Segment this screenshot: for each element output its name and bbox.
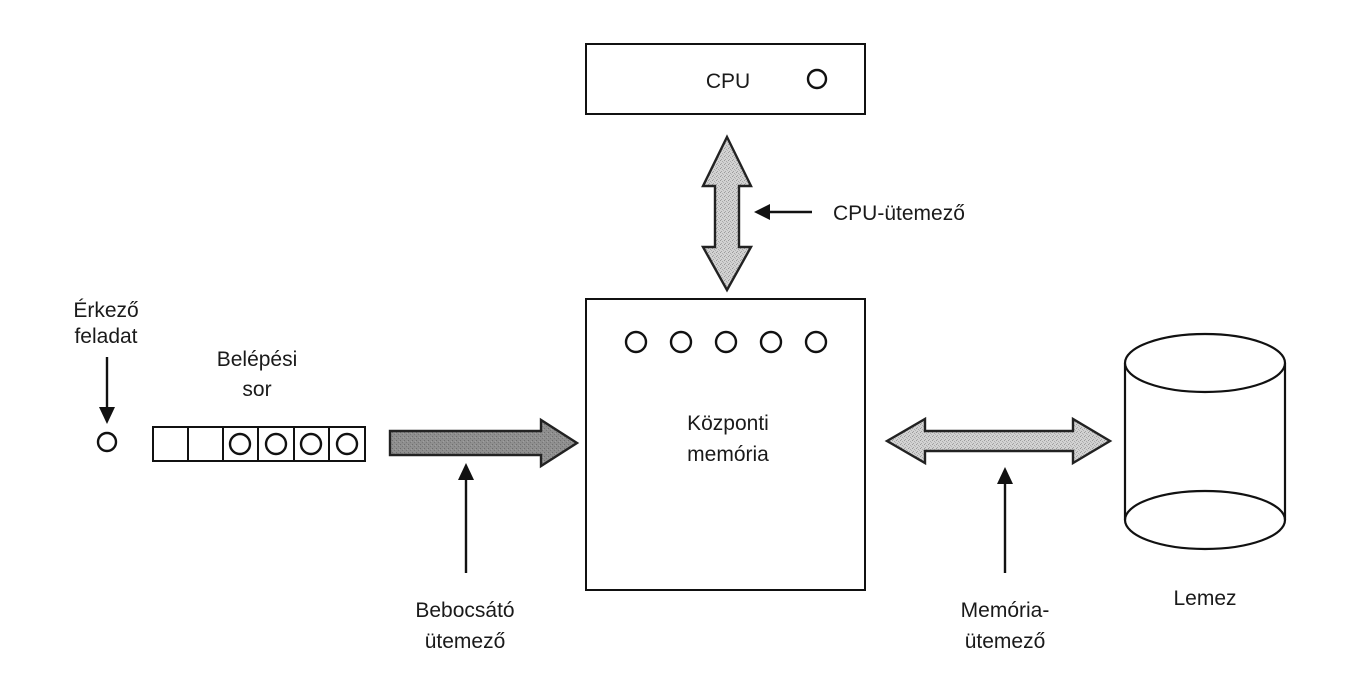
- memory-process-circle: [669, 330, 693, 354]
- memory-process-circle: [624, 330, 648, 354]
- disk-label: Lemez: [1173, 587, 1236, 610]
- admission-scheduler-label-line1: Bebocsátó: [415, 599, 514, 622]
- queued-job-circle: [228, 432, 252, 456]
- main-memory-box: Központi memória: [585, 298, 866, 591]
- arrival-label-line1: Érkező: [73, 299, 138, 322]
- entry-queue-label-line1: Belépési: [217, 348, 298, 371]
- entry-queue: [152, 426, 366, 462]
- arriving-job-circle: [96, 431, 118, 453]
- queued-job-circle: [335, 432, 359, 456]
- memory-scheduler-label-line2: ütemező: [965, 630, 1046, 653]
- admission-scheduler-pointer: [458, 463, 474, 573]
- cpu-memory-arrow: [700, 134, 754, 293]
- queued-job-circle: [264, 432, 288, 456]
- memory-scheduler-label-line1: Memória-: [961, 599, 1050, 622]
- cpu-process-circle: [806, 68, 828, 90]
- memory-scheduler-pointer: [997, 467, 1013, 573]
- memory-process-circle: [804, 330, 828, 354]
- entry-queue-label-line2: sor: [242, 378, 271, 401]
- admission-arrow: [388, 417, 580, 469]
- disk-cylinder: [1123, 332, 1287, 551]
- memory-disk-arrow: [884, 416, 1113, 466]
- queued-job-circle: [299, 432, 323, 456]
- cpu-box: CPU: [585, 43, 866, 115]
- main-memory-label-line1: Központi: [687, 412, 769, 435]
- cpu-label: CPU: [706, 70, 750, 93]
- main-memory-label-line2: memória: [687, 443, 769, 466]
- arrival-pointer: [99, 357, 115, 424]
- cpu-scheduler-label: CPU-ütemező: [833, 202, 965, 225]
- cpu-scheduler-pointer: [754, 204, 812, 220]
- admission-scheduler-label-line2: ütemező: [425, 630, 506, 653]
- arrival-label-line2: feladat: [74, 325, 137, 348]
- memory-process-circle: [714, 330, 738, 354]
- memory-process-circle: [759, 330, 783, 354]
